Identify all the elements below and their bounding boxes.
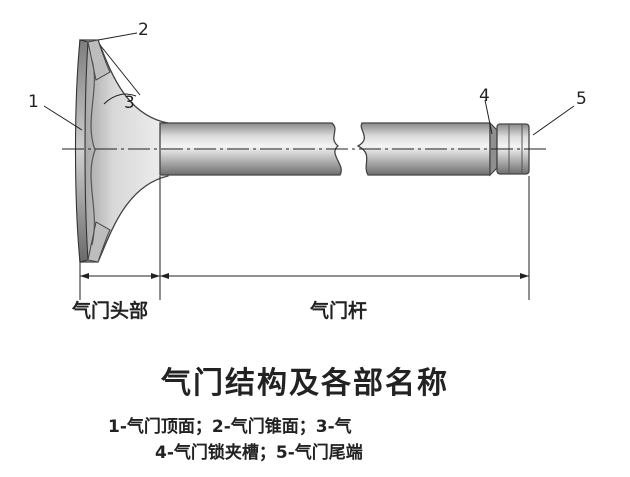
callout-4: 4: [479, 86, 490, 106]
callout-1: 1: [28, 92, 39, 112]
face-wave: [90, 59, 96, 246]
diagram-title: 气门结构及各部名称: [161, 366, 449, 401]
stem-left: [159, 122, 342, 176]
legend-line-2: 4-气门锁夹槽；5-气门尾端: [155, 443, 363, 463]
valve-seat-face: [87, 39, 111, 81]
callout-2: 2: [138, 20, 149, 40]
label-valve-head: 气门头部: [71, 299, 148, 322]
label-valve-stem: 气门杆: [309, 299, 367, 322]
stem-right: [356, 122, 491, 176]
callout-3: 3: [124, 93, 135, 113]
valve-seat-face-lower: [87, 221, 111, 263]
legend-line-1: 1-气门顶面；2-气门锥面；3-气: [108, 417, 352, 437]
callout-5: 5: [576, 89, 587, 109]
watermark-fade: [405, 404, 495, 473]
